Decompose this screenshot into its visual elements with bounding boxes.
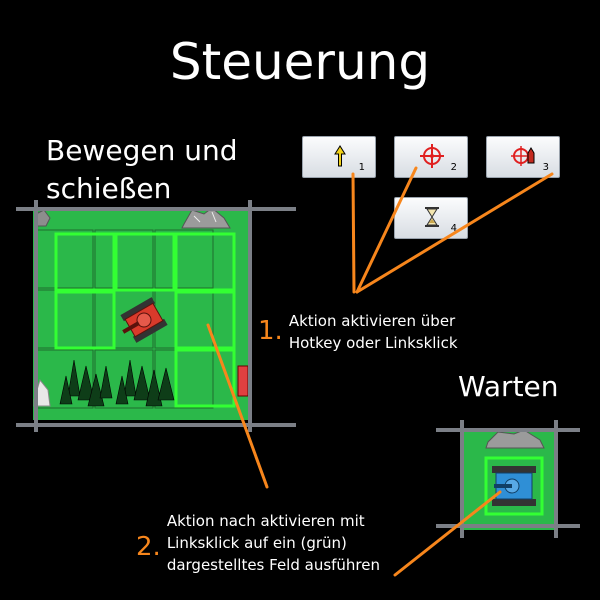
move-heading-line2: schießen [46,172,172,205]
forest-tiles [59,359,175,407]
hotkey-number: 2 [450,162,457,173]
rock-tile [485,429,545,449]
wait-board [436,420,580,538]
step-2-callout: 2. Aktion nach aktivieren mit Linksklick… [136,510,380,576]
step-text-line: Linksklick auf ein (grün) [166,534,347,552]
reachable-fields[interactable] [54,232,236,408]
step-text-line: dargestelltes Feld ausführen [166,556,381,574]
red-tank-unit[interactable] [115,297,168,346]
page-title: Steuerung [169,33,431,91]
crosshair-icon [420,144,444,168]
step-1-callout: 1. Aktion aktivieren über Hotkey oder Li… [258,310,458,354]
wait-heading: Warten [458,370,559,403]
hotkey-number: 3 [542,162,549,173]
step-number: 1. [258,316,283,346]
hotkey-number: 4 [450,223,457,234]
current-field-highlight[interactable] [484,456,544,516]
step-text-line: Hotkey oder Linksklick [288,334,458,352]
hotkey-move-button[interactable]: 1 [302,136,376,178]
step-number: 2. [136,532,161,562]
blue-tank-unit[interactable] [492,466,536,506]
step-text-line: Aktion aktivieren über [288,312,456,330]
move-heading-line1: Bewegen und [46,134,238,167]
board-frame [436,420,580,538]
missile-icon [511,146,535,166]
step-text-line: Aktion nach aktivieren mit [166,512,365,530]
hotkey-shoot-button[interactable]: 2 [394,136,468,178]
hotkey-missile-button[interactable]: 3 [486,136,560,178]
hotkey-number: 1 [358,162,365,173]
move-and-shoot-heading: Bewegen und schießen [46,132,237,208]
move-and-shoot-board [16,200,296,432]
board-frame [16,200,296,432]
hourglass-icon [425,207,439,227]
move-arrow-icon [334,145,346,167]
